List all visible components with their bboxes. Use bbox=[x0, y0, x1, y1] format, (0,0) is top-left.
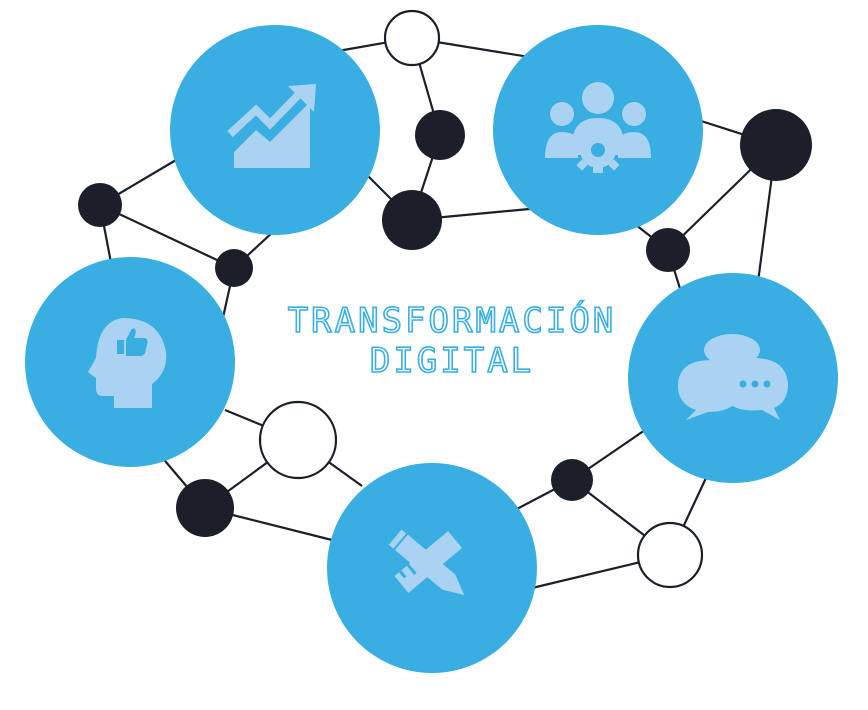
growth-chart-icon bbox=[227, 84, 316, 168]
pencil-ruler-icon bbox=[388, 529, 465, 595]
hub-mind bbox=[25, 257, 235, 467]
dark-node bbox=[740, 109, 812, 181]
dark-node bbox=[551, 459, 593, 501]
hollow-node bbox=[383, 9, 441, 67]
hub-growth bbox=[170, 25, 380, 235]
hub-team bbox=[493, 25, 703, 235]
hollow-node bbox=[258, 400, 338, 480]
title-line-1: TRANSFORMACIÓN bbox=[288, 300, 617, 341]
chat-bubbles-icon bbox=[678, 334, 788, 420]
dark-node bbox=[78, 183, 122, 227]
dark-node bbox=[215, 249, 253, 287]
hub-chat bbox=[628, 273, 838, 483]
head-thumbs-up-icon bbox=[88, 318, 167, 408]
team-gear-icon bbox=[545, 82, 651, 173]
hollow-node bbox=[636, 521, 704, 589]
dark-node bbox=[382, 190, 442, 250]
dark-node bbox=[646, 228, 690, 272]
dark-node bbox=[176, 479, 234, 537]
hub-design bbox=[327, 463, 537, 673]
dark-node bbox=[415, 110, 465, 160]
title: TRANSFORMACIÓN DIGITAL bbox=[287, 299, 617, 382]
network-nodes bbox=[78, 9, 812, 589]
title-line-2: DIGITAL bbox=[370, 341, 534, 381]
